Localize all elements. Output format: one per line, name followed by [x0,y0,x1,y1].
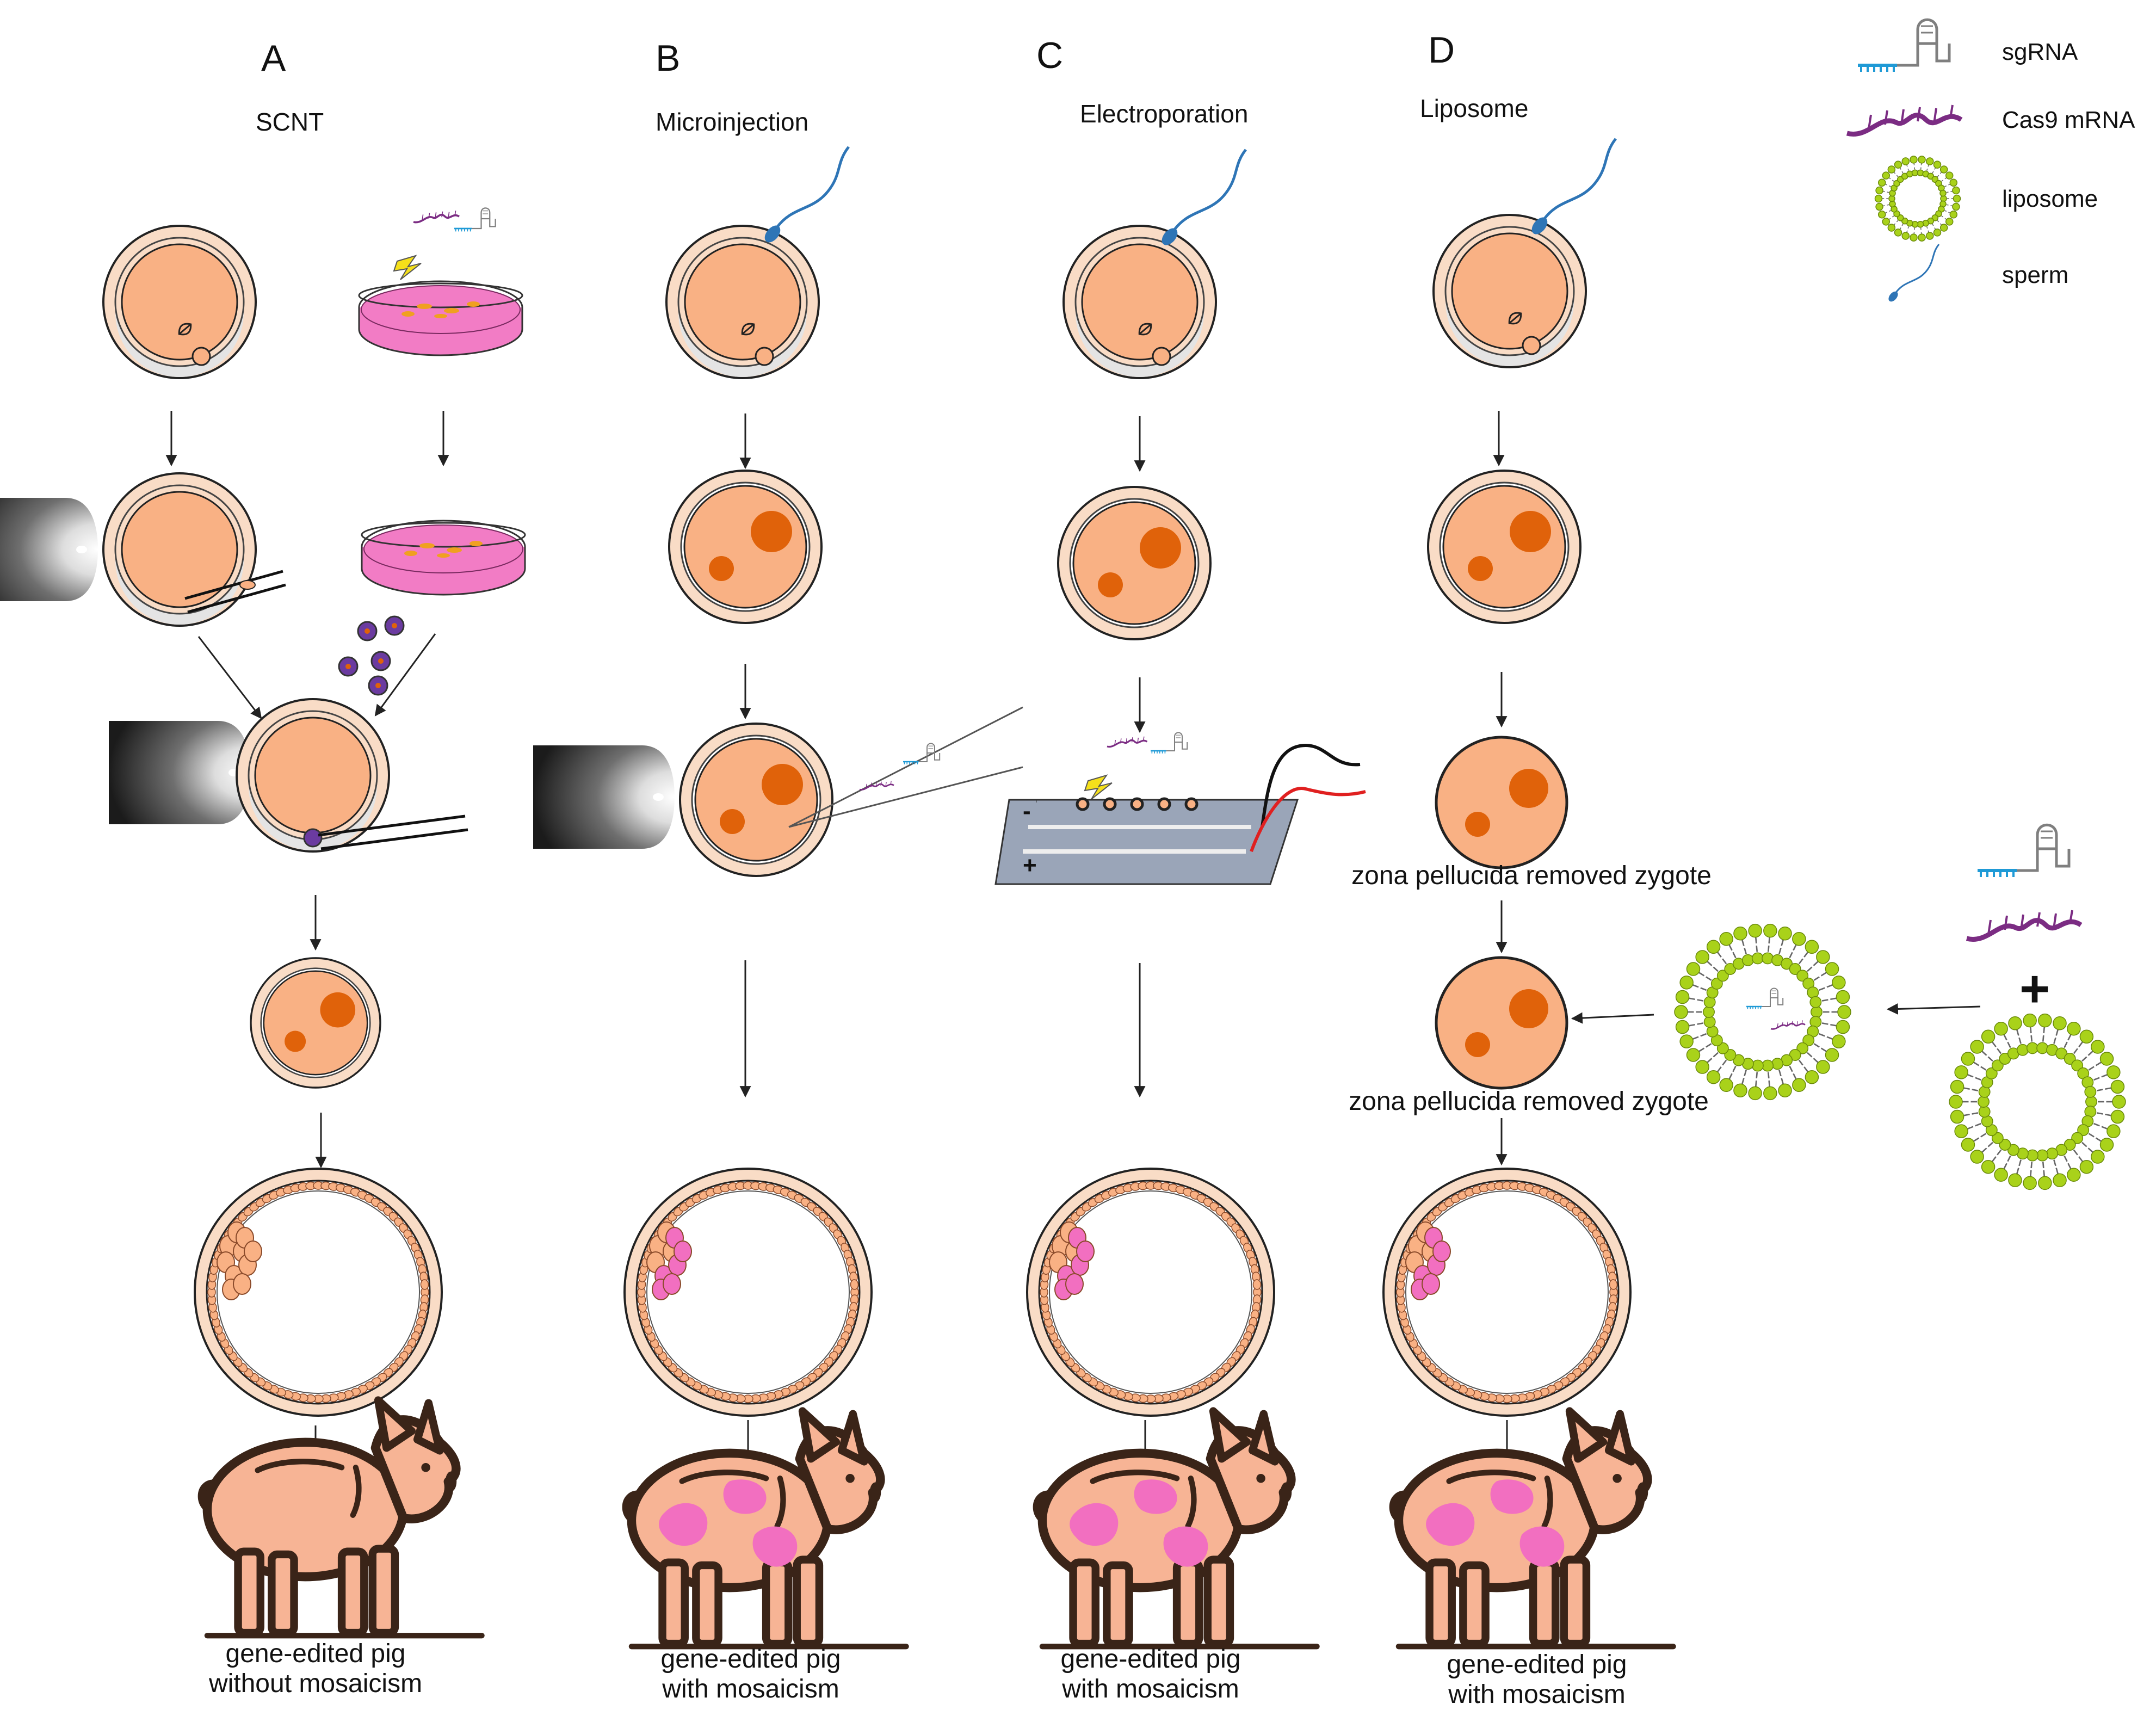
microinjection-needle-icon [788,706,1023,828]
zygote-c [1057,486,1212,640]
holding-pipette-icon [0,498,98,601]
reconstructed-embryo [250,957,381,1089]
caption-b-line2: with mosaicism [662,1675,839,1703]
sgrna-icon-free [1978,825,2069,877]
sperm-icon [762,147,849,245]
electrode-plus-sign: + [1023,852,1037,879]
oocyte-b [665,225,820,379]
zona-free-zygote-1 [1436,737,1567,868]
pig-c [1037,1411,1317,1647]
cas9-mrna-icon-free [1967,910,2081,939]
legend-cas9-mrna-icon [1847,105,1961,134]
caption-d-line1: gene-edited pig [1447,1650,1627,1679]
electrode-minus-sign: - [1023,798,1031,824]
sperm-icon-d [1529,139,1616,237]
injected-zygote-b [679,723,833,877]
column-title-microinjection: Microinjection [656,108,808,136]
sperm-icon-c [1159,150,1246,248]
donor-cells [338,615,405,696]
donor-cell-dish [358,280,523,356]
column-c-header: C Electroporation [1036,35,1248,128]
combine-plus-sign: + [2019,960,2050,1018]
legend-sperm-icon [1886,243,1940,305]
injection-needle-icon [318,814,468,850]
holding-pipette-icon-b [533,745,675,849]
caption-a-line2: without mosaicism [208,1669,422,1698]
blastocyst-d [1382,1168,1632,1417]
legend-sgrna-icon [1858,20,1949,72]
sgrna-icon [453,207,496,232]
caption-c-line2: with mosaicism [1061,1675,1239,1703]
legend-label-sgrna: sgRNA [2002,39,2078,65]
cultured-cell-dish [361,520,526,596]
cas9-mrna-icon-d [1770,1020,1806,1030]
column-letter-d: D [1428,29,1455,71]
column-b-header: B Microinjection [656,38,808,136]
blastocyst-c [1026,1168,1275,1417]
column-d-liposome: zona pellucida removed zygote zona pellu… [1349,139,2126,1709]
column-a-header: A SCNT [256,38,324,136]
oocyte-c [1062,225,1217,379]
zona-removed-label-1: zona pellucida removed zygote [1351,861,1712,890]
legend-label-sperm: sperm [2002,262,2068,288]
mii-oocyte [102,225,257,379]
zona-free-zygote-2 [1436,958,1567,1088]
zygote-d [1427,470,1582,624]
caption-a-line1: gene-edited pig [226,1639,406,1668]
sgrna-icon-b [902,743,941,766]
blastocyst-b [623,1168,873,1417]
zygote-b [668,470,823,624]
caption-b-line1: gene-edited pig [661,1645,841,1674]
loaded-liposome [1674,923,1851,1101]
column-d-header: D Liposome [1420,29,1528,122]
pig-d [1394,1411,1673,1647]
zona-removed-label-2: zona pellucida removed zygote [1349,1087,1709,1116]
column-letter-b: B [656,38,680,79]
legend-label-liposome: liposome [2002,186,2098,212]
column-letter-c: C [1036,35,1063,76]
column-title-scnt: SCNT [256,108,324,136]
legend-label-cas9-mrna: Cas9 mRNA [2002,107,2135,133]
blastocyst-a [194,1168,443,1417]
holding-pipette-icon-2 [109,721,250,824]
cas9-mrna-icon-c [1106,736,1148,748]
enucleation-oocyte [102,472,257,627]
column-b-microinjection: gene-edited pig with mosaicism [533,147,1023,1703]
caption-c-line1: gene-edited pig [1061,1645,1241,1674]
oocyte-d [1432,214,1587,368]
column-a-scnt: gene-edited pig without mosaicism [0,207,526,1698]
pig-b [627,1411,906,1647]
lightning-icon-c [1084,775,1113,800]
cas9-mrna-icon [412,209,460,224]
column-letter-a: A [261,38,286,79]
empty-liposome [1949,1013,2126,1190]
pig-a [202,1400,482,1636]
column-c-electroporation: - + gene-edited pig with mosaicism [994,150,1366,1703]
caption-d-line2: with mosaicism [1448,1680,1625,1709]
column-title-electroporation: Electroporation [1080,100,1248,128]
column-title-liposome: Liposome [1420,94,1528,122]
sgrna-icon-c [1150,732,1188,755]
legend: sgRNA Cas9 mRNA liposome sperm [1847,20,2135,305]
legend-liposome-icon [1874,156,1961,242]
sgrna-icon-d [1745,987,1784,1010]
lightning-icon [393,255,422,280]
enucleation-needle-icon [184,570,286,614]
electroporation-slide: - + [994,743,1366,885]
nuclear-transfer-oocyte [236,698,390,853]
